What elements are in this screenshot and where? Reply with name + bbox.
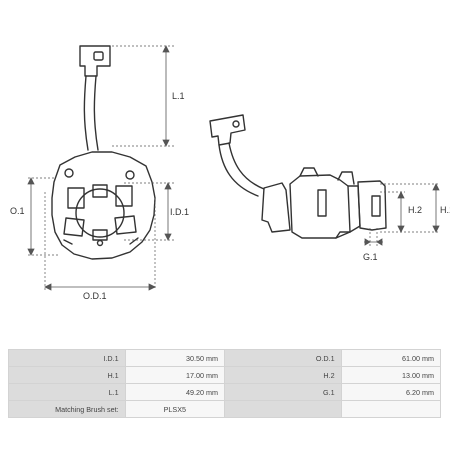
spec-value: 6.20 mm: [340, 383, 442, 401]
dim-label-id1: I.D.1: [170, 207, 189, 217]
spec-value: 49.20 mm: [124, 383, 225, 401]
spec-key: Matching Brush set:: [8, 400, 126, 418]
spec-value: [340, 400, 442, 418]
spec-value: 17.00 mm: [124, 366, 225, 384]
front-view: [51, 45, 156, 260]
spec-value: 30.50 mm: [124, 349, 225, 367]
spec-key: O.D.1: [223, 349, 342, 367]
dim-label-o1: O.1: [10, 206, 25, 216]
spec-key: [223, 400, 342, 418]
spec-value: 61.00 mm: [340, 349, 442, 367]
dim-label-h1: H.1: [440, 205, 450, 215]
spec-value: PLSX5: [124, 400, 225, 418]
spec-key: G.1: [223, 383, 342, 401]
dim-label-h2: H.2: [408, 205, 422, 215]
dim-label-od1: O.D.1: [83, 291, 107, 301]
spec-value: 13.00 mm: [340, 366, 442, 384]
dim-label-g1: G.1: [363, 252, 378, 262]
technical-drawing: L.1 O.1 I.D.1 O.D.1 H.2 H.1 G.1: [10, 45, 450, 301]
dim-label-l1: L.1: [172, 91, 185, 101]
spec-key: I.D.1: [8, 349, 126, 367]
side-view: [209, 114, 387, 239]
spec-key: H.1: [8, 366, 126, 384]
spec-row: Matching Brush set:PLSX5: [8, 400, 442, 418]
spec-key: H.2: [223, 366, 342, 384]
spec-key: L.1: [8, 383, 126, 401]
